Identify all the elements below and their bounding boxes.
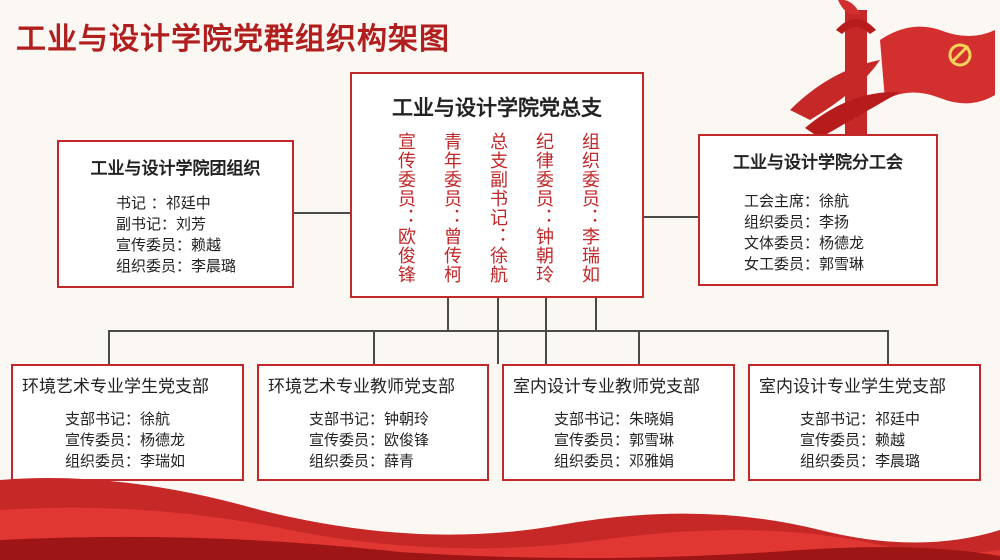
party-general-branch-box: 工业与设计学院党总支 宣传委员：欧俊锋 青年委员：曾传柯 总支副书记：徐航 纪律… [350, 72, 644, 298]
member-entry: 组织委员：邓雅娟 [554, 452, 675, 470]
member-entry: 宣传委员：赖越 [800, 431, 906, 449]
branch-title: 室内设计专业学生党支部 [759, 377, 946, 397]
member-entry: 宣传委员：赖越 [116, 236, 222, 254]
trade-union-members: 工会主席：徐航 组织委员：李扬 文体委员：杨德龙 女工委员：郭雪琳 [700, 191, 936, 275]
party-flag-icon [790, 26, 995, 138]
committee-member: 组织委员：李瑞如 [579, 132, 600, 284]
member-entry: 宣传委员：欧俊锋 [309, 431, 430, 449]
committee-member: 宣传委员：欧俊锋 [395, 132, 416, 284]
branch-title: 环境艺术专业教师党支部 [268, 377, 455, 397]
branch-box: 室内设计专业学生党支部 支部书记：祁廷中 宣传委员：赖越 组织委员：李晨璐 [748, 364, 981, 481]
member-entry: 支部书记：朱晓娟 [554, 410, 675, 428]
trade-union-box: 工业与设计学院分工会 工会主席：徐航 组织委员：李扬 文体委员：杨德龙 女工委员… [698, 134, 938, 286]
member-entry: 宣传委员：杨德龙 [65, 431, 186, 449]
member-entry: 支部书记：钟朝玲 [309, 410, 430, 428]
member-entry: 组织委员：薛青 [309, 452, 415, 470]
member-entry: 组织委员：李晨璐 [800, 452, 921, 470]
connector-line [595, 298, 597, 330]
member-entry: 副书记：刘芳 [116, 215, 207, 233]
youth-league-title: 工业与设计学院团组织 [90, 159, 261, 179]
party-general-branch-title: 工业与设计学院党总支 [392, 96, 602, 120]
branch-members: 支部书记：朱晓娟 宣传委员：郭雪琳 组织委员：邓雅娟 [504, 409, 733, 472]
party-flag-decoration [790, 0, 1000, 140]
committee-member: 青年委员：曾传柯 [441, 132, 462, 284]
member-entry: 组织委员：李瑞如 [65, 452, 186, 470]
branch-members: 支部书记：祁廷中 宣传委员：赖越 组织委员：李晨璐 [750, 409, 979, 472]
committee-member: 总支副书记：徐航 [487, 132, 508, 284]
connector-line [294, 212, 350, 214]
member-entry: 书记 ：祁廷中 [116, 194, 211, 212]
branch-box: 室内设计专业教师党支部 支部书记：朱晓娟 宣传委员：郭雪琳 组织委员：邓雅娟 [502, 364, 735, 481]
member-entry: 支部书记：徐航 [65, 410, 171, 428]
branch-title: 室内设计专业教师党支部 [513, 377, 700, 397]
connector-line [373, 330, 375, 364]
member-entry: 支部书记：祁廷中 [800, 410, 921, 428]
branch-title: 环境艺术专业学生党支部 [22, 377, 209, 397]
member-entry: 工会主席：徐航 [744, 192, 850, 210]
connector-line [644, 216, 698, 218]
page-title: 工业与设计学院党群组织构架图 [16, 22, 450, 57]
connector-line [887, 330, 889, 364]
youth-league-box: 工业与设计学院团组织 书记 ：祁廷中 副书记：刘芳 宣传委员：赖越 组织委员：李… [57, 140, 294, 288]
branch-members: 支部书记：钟朝玲 宣传委员：欧俊锋 组织委员：薛青 [259, 409, 487, 472]
committee-member: 纪律委员：钟朝玲 [533, 132, 554, 284]
committee-members: 宣传委员：欧俊锋 青年委员：曾传柯 总支副书记：徐航 纪律委员：钟朝玲 组织委员… [352, 132, 642, 292]
member-entry: 组织委员：李晨璐 [116, 257, 237, 275]
branch-box: 环境艺术专业学生党支部 支部书记：徐航 宣传委员：杨德龙 组织委员：李瑞如 [11, 364, 244, 481]
trade-union-title: 工业与设计学院分工会 [733, 153, 903, 173]
connector-line [108, 330, 110, 364]
member-entry: 文体委员：杨德龙 [744, 234, 865, 252]
branch-members: 支部书记：徐航 宣传委员：杨德龙 组织委员：李瑞如 [13, 409, 242, 472]
branch-box: 环境艺术专业教师党支部 支部书记：钟朝玲 宣传委员：欧俊锋 组织委员：薛青 [257, 364, 489, 481]
connector-line [638, 330, 640, 364]
connector-line [447, 298, 449, 330]
member-entry: 宣传委员：郭雪琳 [554, 431, 675, 449]
youth-league-members: 书记 ：祁廷中 副书记：刘芳 宣传委员：赖越 组织委员：李晨璐 [59, 193, 292, 277]
member-entry: 女工委员：郭雪琳 [744, 255, 865, 273]
connector-line [108, 330, 888, 332]
member-entry: 组织委员：李扬 [744, 213, 850, 231]
red-ribbon-decoration [0, 478, 1000, 560]
connector-line [545, 298, 547, 364]
